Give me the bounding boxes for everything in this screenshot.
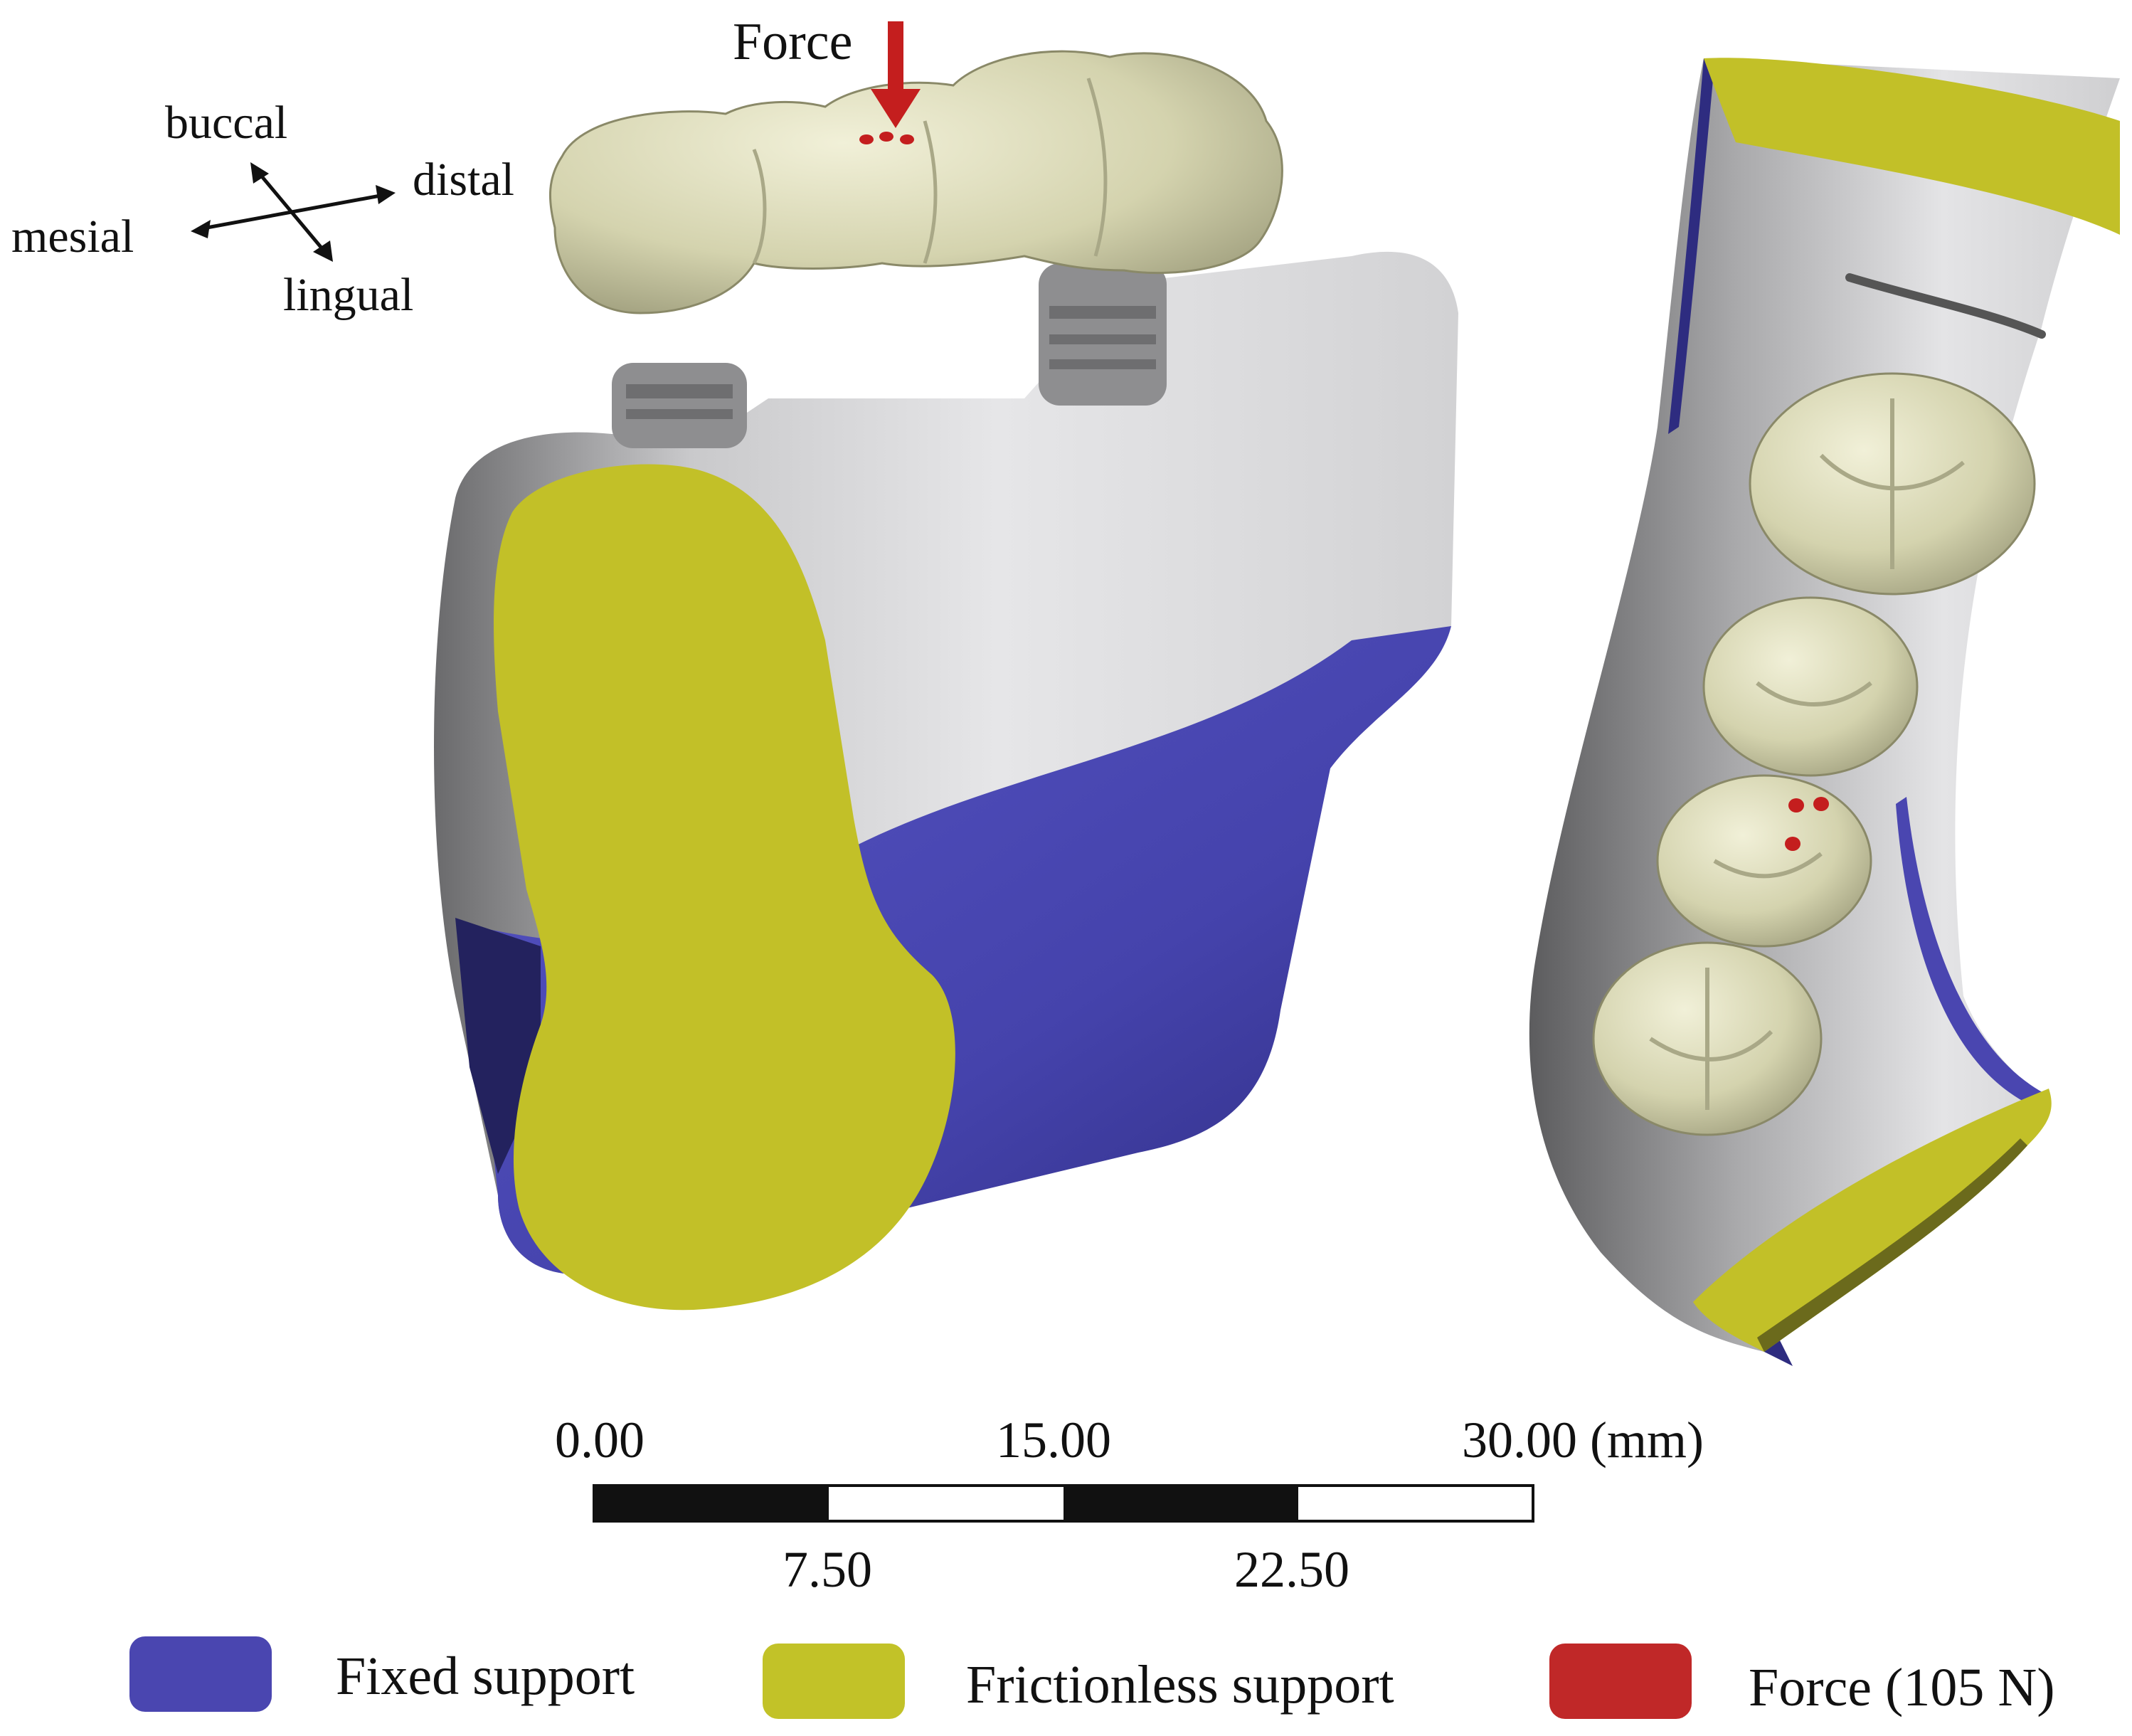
orientation-distal: distal	[413, 154, 514, 206]
side-force-points	[1785, 797, 1829, 851]
legend-swatch-frictionless	[763, 1644, 905, 1719]
bridge-crowns	[549, 50, 1283, 314]
scale-label-0: 0.00	[555, 1412, 645, 1468]
legend-swatch-force	[1549, 1644, 1692, 1719]
side-frictionless-bottom	[1693, 1089, 2052, 1352]
implant-abutments	[612, 263, 1167, 448]
side-frictionless-top	[1704, 58, 2120, 235]
force-label: Force	[733, 13, 853, 71]
orientation-buccal: buccal	[165, 97, 288, 149]
scale-label-15: 15.00	[996, 1412, 1111, 1468]
side-fixed-right	[1896, 797, 2049, 1110]
right-model	[1529, 58, 2120, 1366]
scale-label-7-5: 7.50	[783, 1541, 872, 1598]
crown-pontic	[1702, 596, 1919, 777]
scale-bar	[593, 1484, 1534, 1523]
left-model	[434, 251, 1458, 1311]
orientation-mesial: mesial	[11, 211, 134, 263]
legend-label-force: Force (105 N)	[1749, 1658, 2055, 1718]
orientation-lingual: lingual	[283, 269, 414, 321]
scale-segment-1	[594, 1486, 829, 1521]
legend-label-fixed: Fixed support	[336, 1646, 635, 1706]
legend-swatch-fixed	[129, 1636, 272, 1712]
force-points	[859, 132, 914, 144]
frictionless-support-face	[494, 464, 955, 1311]
scale-label-22-5: 22.50	[1234, 1541, 1349, 1598]
mesial-abutment	[612, 363, 747, 448]
scale-label-30: 30.00 (mm)	[1462, 1412, 1704, 1468]
side-fixed-left	[1668, 58, 1714, 434]
scale-segment-3	[1064, 1486, 1298, 1521]
legend-label-frictionless: Frictionless support	[966, 1655, 1394, 1715]
crown-mid	[1656, 774, 1872, 948]
orientation-arrows	[191, 162, 396, 262]
force-arrow	[871, 21, 921, 128]
